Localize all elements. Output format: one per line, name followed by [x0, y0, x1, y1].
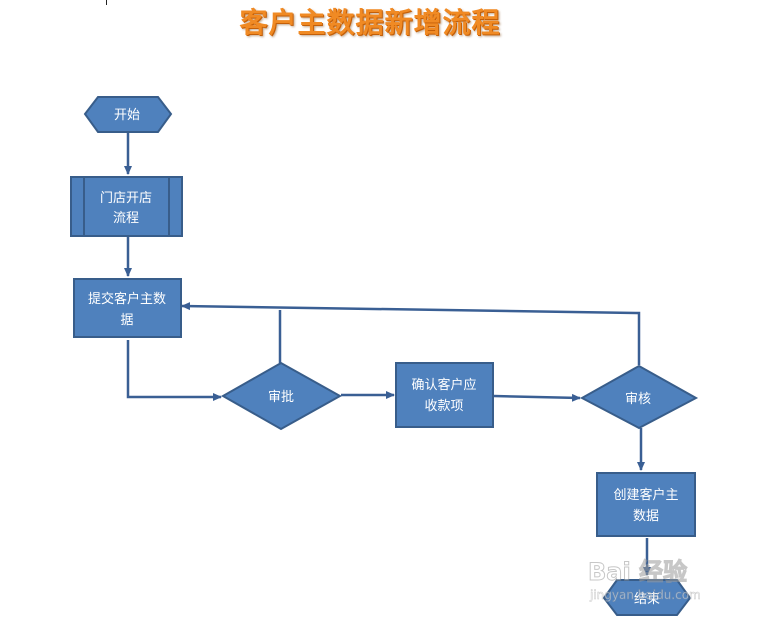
submit-label-line2: 据 [120, 313, 133, 328]
node-approve: 审批 [220, 361, 343, 431]
store-opening-label-line2: 流程 [113, 211, 139, 226]
connectors [124, 133, 651, 576]
create-label-line1: 创建客户主 [613, 487, 678, 503]
node-review: 审核 [579, 364, 699, 430]
approve-label: 审批 [268, 390, 294, 405]
create-label-line2: 数据 [633, 509, 659, 524]
edge-submit-to-approve [126, 340, 222, 401]
review-label: 审核 [625, 392, 651, 407]
edge-review-return-to-submit [181, 302, 641, 365]
store-opening-box [70, 176, 183, 237]
start-hexagon [83, 96, 173, 133]
node-confirm-receivables: 确认客户应 收款项 [395, 362, 494, 428]
end-hexagon [602, 579, 692, 616]
end-label: 结束 [634, 592, 660, 607]
node-start: 开始 [83, 96, 173, 133]
node-create: 创建客户主 数据 [596, 472, 696, 537]
diagram-title: 客户主数据新增流程 [239, 6, 501, 39]
confirm-label-line2: 收款项 [424, 399, 463, 414]
text-cursor-mark [106, 0, 107, 5]
submit-box [73, 278, 182, 338]
create-box [596, 472, 696, 537]
node-end: 结束 [602, 579, 692, 616]
submit-label-line1: 提交客户主数 [88, 291, 166, 307]
review-diamond [579, 364, 699, 430]
store-opening-label-line1: 门店开店 [100, 191, 152, 206]
start-label: 开始 [114, 108, 140, 123]
edge-confirm-to-review [493, 393, 581, 402]
node-submit: 提交客户主数 据 [73, 278, 182, 338]
confirm-label-line1: 确认客户应 [411, 377, 476, 393]
approve-diamond [220, 361, 343, 431]
confirm-box [395, 362, 494, 428]
node-store-opening: 门店开店 流程 [70, 176, 183, 237]
